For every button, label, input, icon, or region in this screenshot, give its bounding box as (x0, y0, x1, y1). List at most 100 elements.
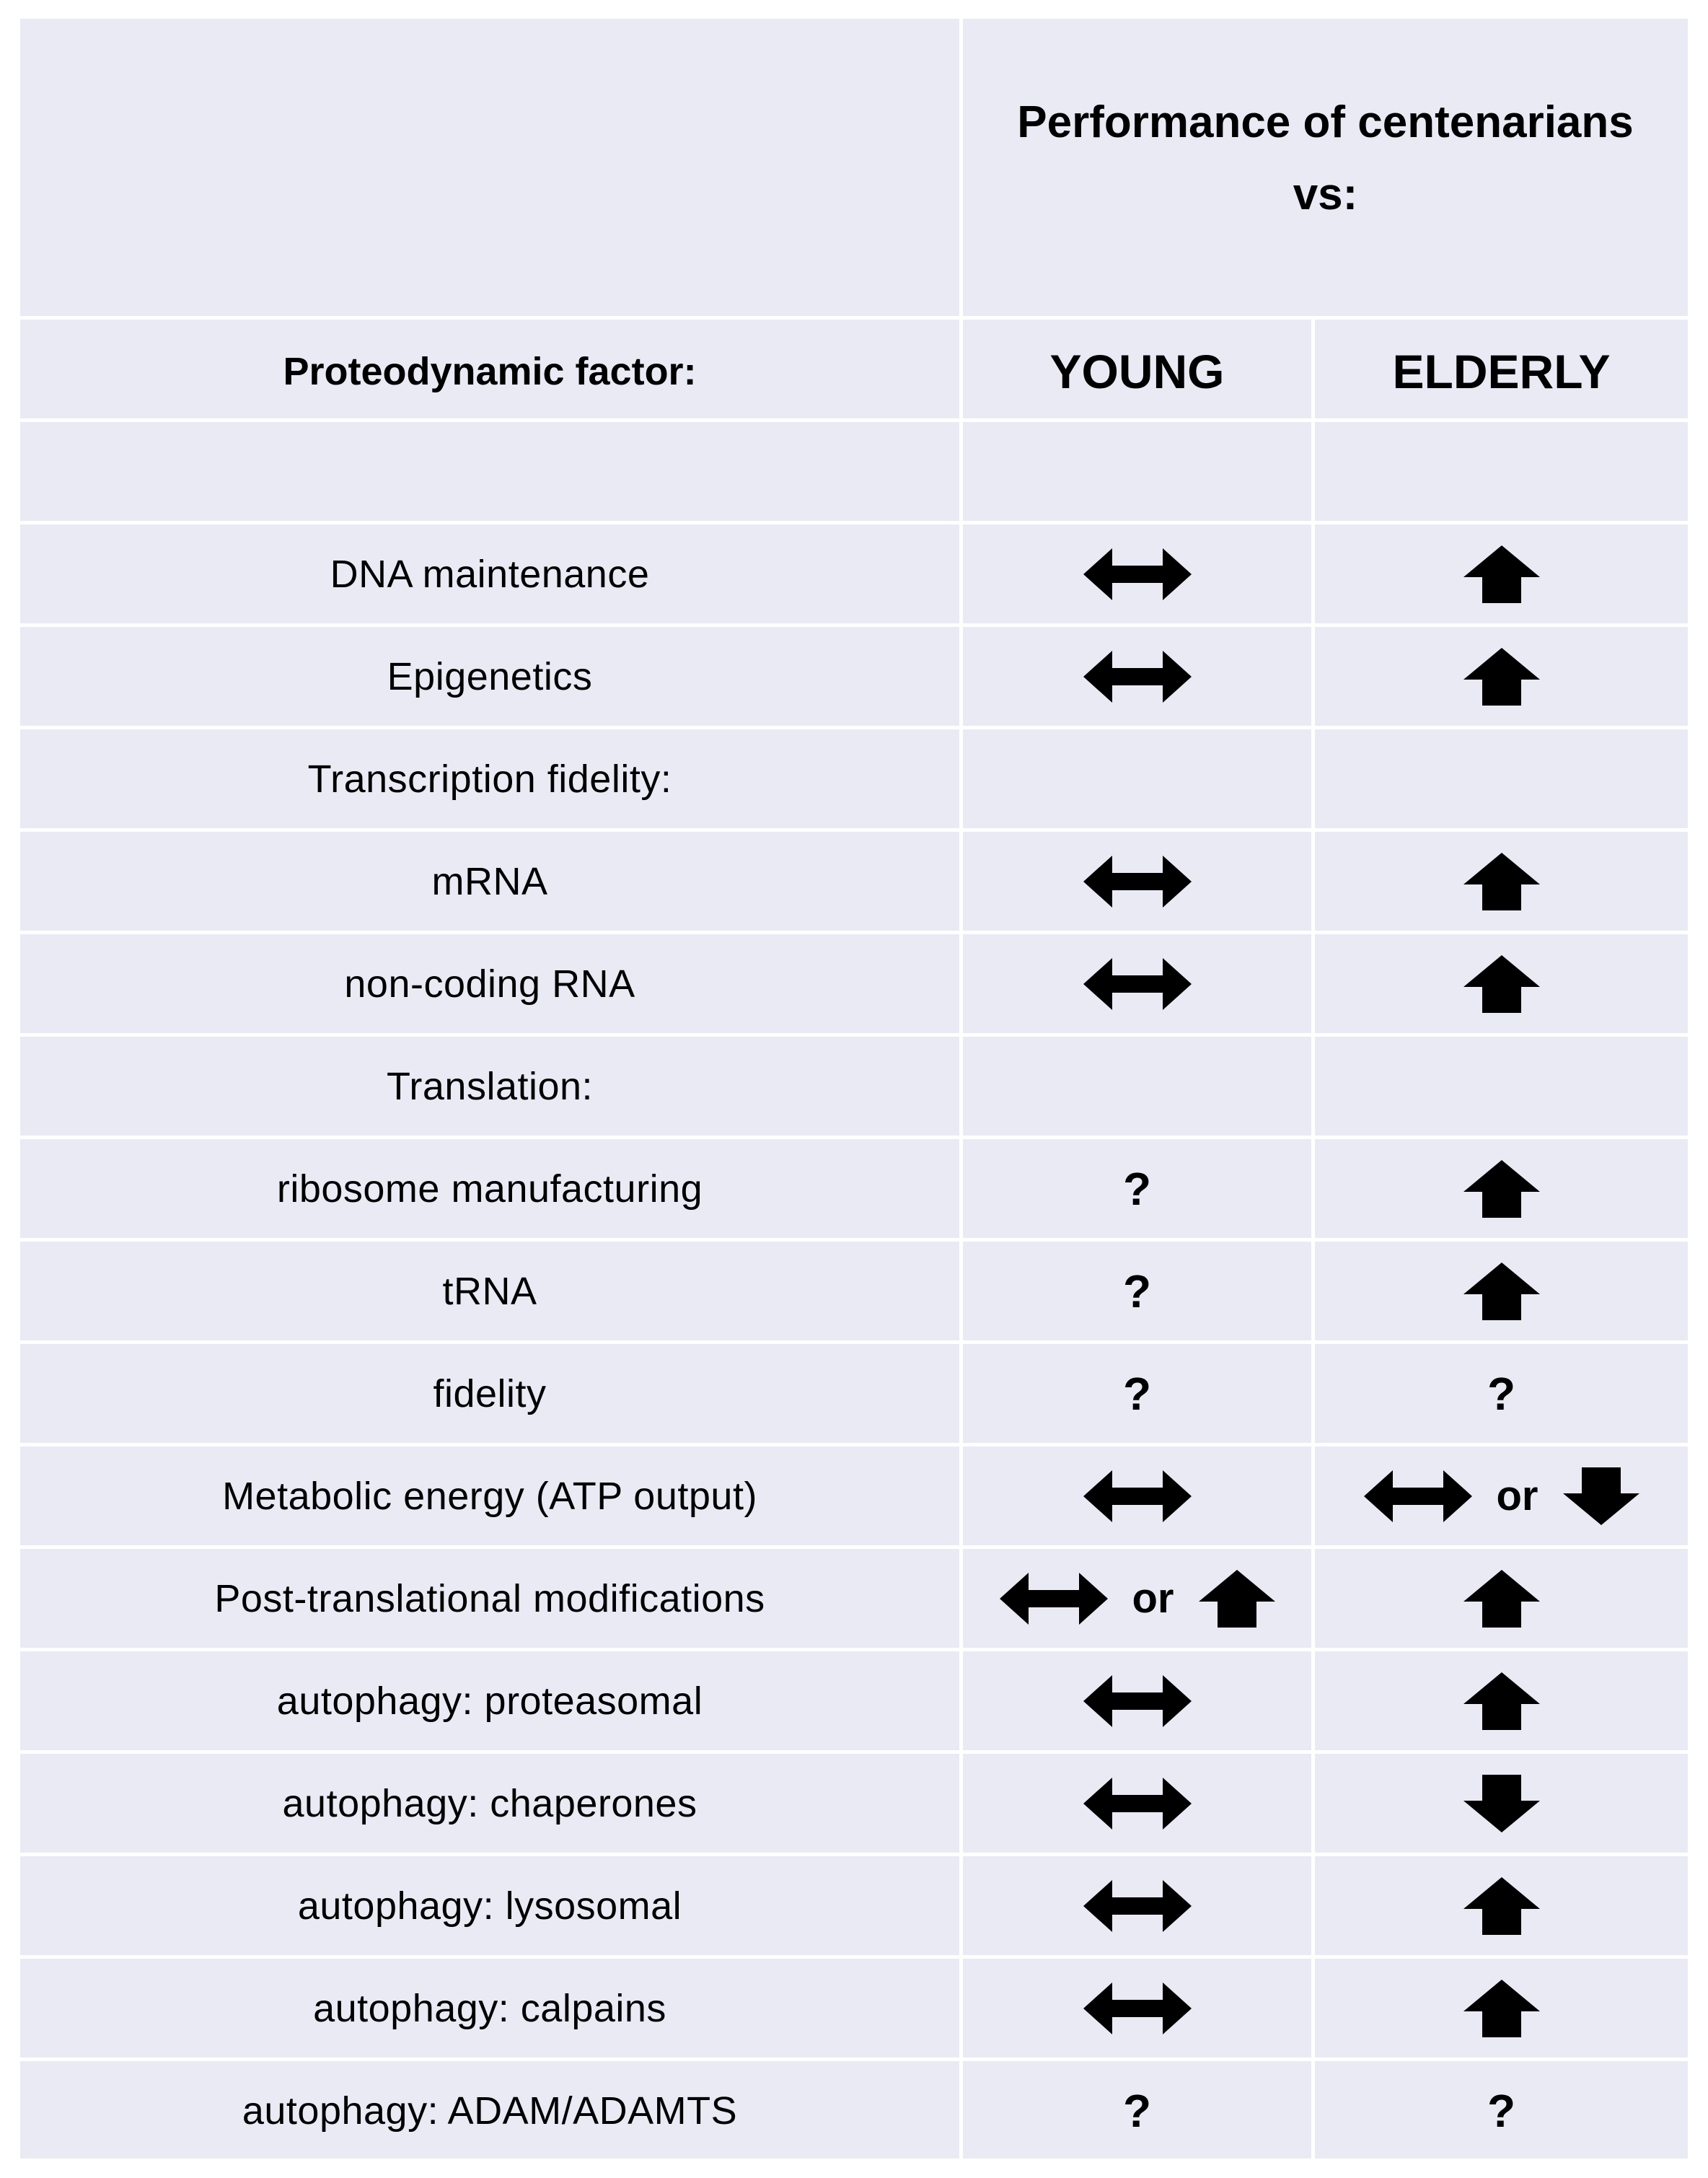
factor-header-blank (20, 19, 959, 316)
young-value-cell (963, 729, 1311, 828)
young-value-cell (963, 832, 1311, 931)
row-divider (20, 1238, 1688, 1242)
row-divider (20, 418, 1688, 422)
performance-header-line2: vs: (1293, 170, 1358, 219)
factor-cell: Metabolic energy (ATP output) (222, 1474, 757, 1518)
double-arrow-icon (1083, 854, 1192, 909)
double-arrow-icon (1363, 1469, 1472, 1524)
double-arrow-icon (1083, 547, 1192, 602)
arrow-up-icon (1463, 647, 1540, 706)
factor-cell: Transcription fidelity: (307, 757, 672, 801)
young-value-cell: ? (963, 2061, 1311, 2160)
factor-cell: autophagy: lysosomal (297, 1884, 682, 1928)
elderly-value-cell (1315, 1856, 1688, 1955)
row-divider (20, 726, 1688, 729)
arrow-up-icon (1463, 545, 1540, 603)
arrow-down-icon (1463, 1774, 1540, 1832)
unknown-question-mark: ? (1122, 2084, 1152, 2137)
arrow-up-icon (1463, 1979, 1540, 2037)
double-arrow-icon (1083, 1981, 1192, 2036)
young-value-cell (963, 1651, 1311, 1750)
young-value-cell: ? (963, 1344, 1311, 1443)
row-divider (20, 2058, 1688, 2061)
factor-cell: non-coding RNA (344, 962, 635, 1006)
comparison-table: Performance of centenarians vs: Proteody… (20, 19, 1688, 2159)
factor-cell: DNA maintenance (330, 552, 650, 596)
factor-cell: autophagy: chaperones (282, 1781, 697, 1825)
elderly-value-cell (1315, 1549, 1688, 1648)
performance-header: Performance of centenarians vs: (963, 19, 1688, 316)
row-divider (20, 1955, 1688, 1959)
factor-column-header: Proteodynamic factor: (283, 349, 697, 393)
row-divider (20, 521, 1688, 524)
young-value-cell: or (963, 1549, 1311, 1648)
elderly-value-cell (1315, 524, 1688, 623)
column-divider (959, 19, 963, 2159)
double-arrow-icon (1083, 649, 1192, 704)
young-value-cell (963, 524, 1311, 623)
row-divider (20, 1648, 1688, 1651)
double-arrow-icon (1083, 957, 1192, 1011)
column-divider (1311, 320, 1315, 2159)
young-value-cell (963, 1754, 1311, 1853)
young-value-cell: ? (963, 1139, 1311, 1238)
arrow-up-icon (1463, 954, 1540, 1013)
elderly-value-cell (1315, 1754, 1688, 1853)
elderly-value-cell: or (1315, 1446, 1688, 1545)
young-value-cell: ? (963, 1242, 1311, 1340)
elderly-value-cell (1315, 934, 1688, 1033)
row-divider (20, 623, 1688, 627)
factor-cell (20, 422, 959, 521)
performance-header-line1: Performance of centenarians (1017, 97, 1634, 147)
unknown-question-mark: ? (1122, 1367, 1152, 1420)
double-arrow-icon (1083, 1879, 1192, 1933)
elderly-value-cell: ? (1315, 1344, 1688, 1443)
arrow-down-icon (1562, 1467, 1639, 1525)
arrow-up-icon (1198, 1569, 1275, 1628)
elderly-value-cell (1315, 422, 1688, 521)
factor-cell: tRNA (442, 1269, 537, 1313)
row-divider (20, 1443, 1688, 1446)
arrow-up-icon (1463, 1159, 1540, 1218)
elderly-value-cell (1315, 627, 1688, 726)
arrow-up-icon (1463, 1876, 1540, 1935)
young-value-cell (963, 422, 1311, 521)
factor-cell: ribosome manufacturing (276, 1167, 703, 1211)
young-value-cell (963, 1446, 1311, 1545)
young-column-header: YOUNG (1049, 344, 1225, 398)
double-arrow-icon (1083, 1469, 1192, 1524)
row-divider (20, 1853, 1688, 1856)
elderly-value-cell: ? (1315, 2061, 1688, 2160)
young-value-cell (963, 627, 1311, 726)
factor-cell: Post-translational modifications (214, 1576, 765, 1620)
factor-cell: Translation: (386, 1064, 594, 1108)
factor-cell: fidelity (433, 1371, 547, 1415)
young-value-cell (963, 1959, 1311, 2058)
row-divider (20, 1033, 1688, 1037)
elderly-value-cell (1315, 1242, 1688, 1340)
factor-cell: mRNA (431, 859, 548, 903)
row-divider (20, 828, 1688, 832)
row-divider (20, 1136, 1688, 1139)
elderly-value-cell (1315, 729, 1688, 828)
elderly-value-cell (1315, 832, 1688, 931)
double-arrow-icon (1083, 1674, 1192, 1729)
double-arrow-icon (1083, 1776, 1192, 1831)
arrow-up-icon (1463, 852, 1540, 910)
elderly-value-cell (1315, 1139, 1688, 1238)
factor-cell: autophagy: ADAM/ADAMTS (242, 2089, 738, 2133)
unknown-question-mark: ? (1122, 1162, 1152, 1215)
unknown-question-mark: ? (1487, 2084, 1516, 2137)
arrow-up-icon (1463, 1672, 1540, 1730)
young-value-cell (963, 1037, 1311, 1136)
elderly-value-cell (1315, 1959, 1688, 2058)
factor-cell: Epigenetics (387, 654, 593, 698)
factor-cell: autophagy: calpains (313, 1986, 666, 2030)
row-divider (20, 1750, 1688, 1754)
factor-cell: autophagy: proteasomal (276, 1679, 703, 1723)
elderly-column-header: ELDERLY (1392, 344, 1611, 398)
arrow-up-icon (1463, 1262, 1540, 1320)
or-label: or (1132, 1574, 1174, 1622)
row-divider (20, 316, 1688, 320)
arrow-up-icon (1463, 1569, 1540, 1628)
